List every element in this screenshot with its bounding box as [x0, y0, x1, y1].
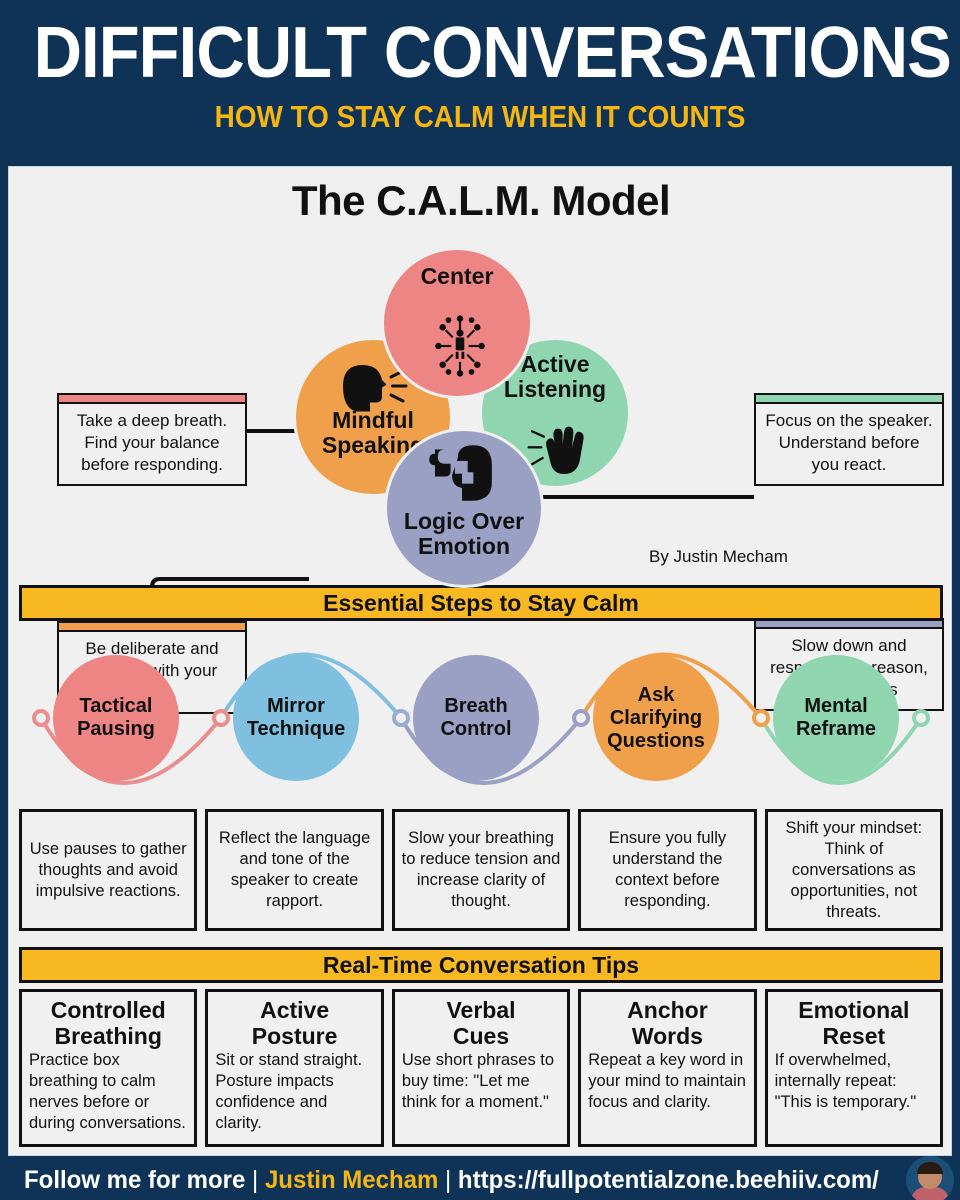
step-description-mirror-technique: Reflect the language and tone of the spe…	[205, 809, 384, 931]
essential-steps-banner: Essential Steps to Stay Calm	[19, 585, 943, 621]
footer-follow-label: Follow me for more	[24, 1165, 246, 1194]
essential-steps-banner-label: Essential Steps to Stay Calm	[323, 589, 639, 616]
step-circle-mirror-technique-label: Mirror Technique	[246, 695, 346, 740]
callout-center-accent-bar	[59, 395, 245, 404]
step-description-ask-clarifying-questions-text: Ensure you fully understand the context …	[608, 829, 727, 910]
tip-card-emotional-reset: Emotional Reset If overwhelmed, internal…	[764, 989, 944, 1147]
calm-circle-logic-over-emotion[interactable]: Logic Over Emotion	[384, 428, 544, 588]
callout-center-text: Take a deep breath. Find your balance be…	[76, 411, 228, 474]
tip-card-controlled-breathing-text: Practice box breathing to calm nerves be…	[29, 1051, 186, 1132]
tip-card-emotional-reset-text: If overwhelmed, internally repeat: "This…	[774, 1051, 917, 1111]
step-description-tactical-pausing-text: Use pauses to gather thoughts and avoid …	[29, 839, 187, 900]
head-puzzle-icon	[429, 445, 492, 501]
step-circle-mental-reframe[interactable]: Mental Reframe	[773, 655, 899, 781]
tip-card-active-posture-text: Sit or stand straight. Posture impacts c…	[215, 1051, 363, 1132]
poster-footer: Follow me for more | Justin Mecham | htt…	[0, 1156, 960, 1200]
step-circle-mental-reframe-label: Mental Reframe	[795, 695, 877, 740]
callout-logic-over-emotion-accent-bar	[756, 620, 942, 629]
callout-active-listening-text: Focus on the speaker. Understand before …	[765, 411, 933, 474]
step-circle-ask-clarifying-questions[interactable]: Ask Clarifying Questions	[593, 655, 719, 781]
real-time-tips-banner-label: Real-Time Conversation Tips	[322, 951, 640, 978]
poster-body-panel: The C.A.L.M. Model Center	[8, 166, 952, 1156]
poster-subtitle: HOW TO STAY CALM WHEN IT COUNTS	[214, 99, 746, 134]
calm-circle-mindful-speaking-label: Mindful Speaking	[321, 407, 425, 458]
tip-card-verbal-cues-title: Verbal Cues	[446, 997, 516, 1049]
step-description-breath-control: Slow your breathing to reduce tension an…	[391, 809, 571, 931]
avatar-body	[911, 1187, 949, 1200]
listening-hand-icon	[527, 426, 584, 474]
tip-card-controlled-breathing: Controlled Breathing Practice box breath…	[19, 989, 198, 1147]
calm-circle-active-listening-label: Active Listening	[503, 351, 607, 402]
tip-card-verbal-cues-text: Use short phrases to buy time: "Let me t…	[401, 1051, 555, 1111]
avatar	[906, 1156, 954, 1200]
footer-url[interactable]: https://fullpotentialzone.beehiiv.com/	[457, 1165, 879, 1194]
footer-credit-line: Follow me for more | Justin Mecham | htt…	[24, 1166, 879, 1195]
step-circle-breath-control-label: Breath Control	[440, 695, 512, 740]
calm-circle-center-label: Center	[420, 263, 494, 289]
callout-mindful-speaking-accent-bar	[59, 623, 245, 632]
step-circle-mirror-technique[interactable]: Mirror Technique	[233, 655, 359, 781]
tip-card-active-posture-title: Active Posture	[251, 997, 338, 1049]
step-circle-tactical-pausing-label: Tactical Pausing	[77, 695, 155, 740]
essential-steps-description-row: Use pauses to gather thoughts and avoid …	[19, 809, 944, 931]
radiating-person-icon	[435, 315, 485, 377]
callout-active-listening-accent-bar	[756, 395, 942, 404]
footer-separator-2: |	[445, 1165, 452, 1194]
calm-circle-logic-over-emotion-label: Logic Over Emotion	[403, 508, 525, 559]
tip-card-emotional-reset-title: Emotional Reset	[798, 997, 910, 1049]
calm-venn-diagram: Center	[9, 167, 953, 714]
calm-section-title: The C.A.L.M. Model	[291, 177, 671, 224]
avatar-hair	[917, 1162, 943, 1174]
step-circle-breath-control[interactable]: Breath Control	[413, 655, 539, 781]
essential-steps-circles-row: Tactical Pausing Mirror Technique Breath…	[9, 633, 953, 805]
step-description-mental-reframe: Shift your mindset: Think of conversatio…	[764, 809, 944, 931]
real-time-tips-banner: Real-Time Conversation Tips	[19, 947, 943, 983]
tip-card-active-posture: Active Posture Sit or stand straight. Po…	[205, 989, 384, 1147]
step-circle-ask-clarifying-questions-label: Ask Clarifying Questions	[607, 683, 705, 752]
poster-title: DIFFICULT CONVERSATIONS	[33, 13, 952, 93]
step-description-breath-control-text: Slow your breathing to reduce tension an…	[401, 829, 561, 910]
author-byline: By Justin Mecham	[649, 547, 788, 566]
step-description-tactical-pausing: Use pauses to gather thoughts and avoid …	[19, 809, 198, 931]
step-circle-tactical-pausing[interactable]: Tactical Pausing	[53, 655, 179, 781]
footer-separator-1: |	[252, 1165, 259, 1194]
tip-card-controlled-breathing-title: Controlled Breathing	[50, 997, 166, 1049]
step-description-mental-reframe-text: Shift your mindset: Think of conversatio…	[785, 818, 923, 921]
step-description-mirror-technique-text: Reflect the language and tone of the spe…	[218, 829, 371, 910]
step-description-ask-clarifying-questions: Ensure you fully understand the context …	[578, 809, 757, 931]
tip-card-anchor-words-text: Repeat a key word in your mind to mainta…	[588, 1051, 746, 1111]
footer-author-name: Justin Mecham	[264, 1165, 439, 1194]
real-time-tips-row: Controlled Breathing Practice box breath…	[19, 989, 944, 1147]
speaking-head-icon	[343, 365, 408, 412]
tip-card-anchor-words: Anchor Words Repeat a key word in your m…	[578, 989, 757, 1147]
callout-active-listening: Focus on the speaker. Understand before …	[754, 393, 944, 486]
tip-card-anchor-words-title: Anchor Words	[627, 997, 708, 1049]
poster-header: DIFFICULT CONVERSATIONS HOW TO STAY CALM…	[0, 0, 960, 166]
calm-circle-center[interactable]: Center	[381, 247, 533, 399]
tip-card-verbal-cues: Verbal Cues Use short phrases to buy tim…	[391, 989, 571, 1147]
callout-center: Take a deep breath. Find your balance be…	[57, 393, 247, 486]
